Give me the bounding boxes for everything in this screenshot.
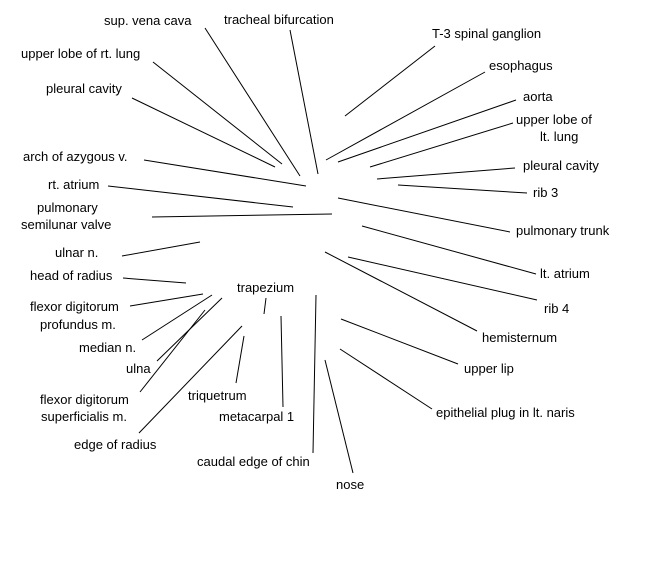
label-pulmonary-semilunar-valve-line1: pulmonary bbox=[37, 200, 98, 215]
label-metacarpal-1: metacarpal 1 bbox=[219, 409, 294, 424]
leader-line-flexor-digitorum-superficialis bbox=[139, 309, 206, 393]
label-trapezium: trapezium bbox=[237, 280, 294, 295]
labels: sup. vena cava tracheal bifurcation T-3 … bbox=[21, 12, 610, 492]
label-head-of-radius: head of radius bbox=[30, 268, 113, 283]
leader-line-lt-atrium bbox=[361, 225, 537, 275]
leader-line-arch-of-azygous bbox=[143, 159, 307, 187]
label-sup-vena-cava: sup. vena cava bbox=[104, 13, 192, 28]
label-t3-spinal-ganglion: T-3 spinal ganglion bbox=[432, 26, 541, 41]
label-flexor-digitorum-profundus-line2: profundus m. bbox=[40, 317, 116, 332]
label-upper-lobe-lt-lung-line2: lt. lung bbox=[540, 129, 578, 144]
label-hemisternum: hemisternum bbox=[482, 330, 557, 345]
leader-lines bbox=[107, 27, 538, 474]
label-pleural-cavity-right: pleural cavity bbox=[523, 158, 599, 173]
leader-line-aorta bbox=[337, 99, 517, 163]
label-arch-of-azygous: arch of azygous v. bbox=[23, 149, 128, 164]
leader-line-pleural-cavity-right bbox=[376, 167, 516, 180]
label-upper-lip: upper lip bbox=[464, 361, 514, 376]
leader-line-median-n bbox=[141, 294, 213, 341]
leader-line-t3-spinal-ganglion bbox=[344, 45, 436, 117]
leader-line-upper-lobe-rt-lung bbox=[152, 61, 283, 165]
label-nose: nose bbox=[336, 477, 364, 492]
label-pulmonary-semilunar-valve-line2: semilunar valve bbox=[21, 217, 111, 232]
leader-line-flexor-digitorum-profundus bbox=[129, 293, 204, 307]
leader-line-rib-3 bbox=[397, 184, 528, 194]
leader-line-epithelial-plug bbox=[339, 348, 433, 410]
label-triquetrum: triquetrum bbox=[188, 388, 247, 403]
label-epithelial-plug: epithelial plug in lt. naris bbox=[436, 405, 575, 420]
leader-line-rt-atrium bbox=[107, 185, 294, 208]
leader-line-hemisternum bbox=[324, 251, 478, 332]
label-flexor-digitorum-profundus-line1: flexor digitorum bbox=[30, 299, 119, 314]
label-esophagus: esophagus bbox=[489, 58, 553, 73]
leader-line-esophagus bbox=[325, 71, 486, 161]
label-ulna: ulna bbox=[126, 361, 151, 376]
leader-line-upper-lobe-lt-lung bbox=[369, 122, 514, 168]
label-lt-atrium: lt. atrium bbox=[540, 266, 590, 281]
leader-line-pulmonary-trunk bbox=[337, 197, 511, 233]
leader-line-nose bbox=[324, 359, 354, 474]
label-rt-atrium: rt. atrium bbox=[48, 177, 99, 192]
label-caudal-edge-of-chin: caudal edge of chin bbox=[197, 454, 310, 469]
label-upper-lobe-rt-lung: upper lobe of rt. lung bbox=[21, 46, 140, 61]
label-pleural-cavity-left: pleural cavity bbox=[46, 81, 122, 96]
leader-line-metacarpal-1 bbox=[280, 315, 284, 408]
leader-line-rib-4 bbox=[347, 256, 538, 301]
label-flexor-digitorum-superficialis-line1: flexor digitorum bbox=[40, 392, 129, 407]
leader-line-pulmonary-semilunar-valve bbox=[151, 213, 333, 218]
leader-line-head-of-radius bbox=[122, 277, 187, 284]
leader-line-trapezium bbox=[263, 297, 267, 315]
label-tracheal-bifurcation: tracheal bifurcation bbox=[224, 12, 334, 27]
leader-line-caudal-edge-of-chin bbox=[312, 294, 317, 454]
label-median-n: median n. bbox=[79, 340, 136, 355]
leader-line-edge-of-radius bbox=[138, 325, 243, 434]
leader-line-triquetrum bbox=[235, 335, 245, 384]
label-flexor-digitorum-superficialis-line2: superficialis m. bbox=[41, 409, 127, 424]
leader-line-upper-lip bbox=[340, 318, 459, 365]
leader-line-tracheal-bifurcation bbox=[289, 29, 319, 175]
label-upper-lobe-lt-lung-line1: upper lobe of bbox=[516, 112, 592, 127]
label-ulnar-n: ulnar n. bbox=[55, 245, 98, 260]
leader-line-ulnar-n bbox=[121, 241, 201, 257]
label-rib-4: rib 4 bbox=[544, 301, 569, 316]
leader-line-sup-vena-cava bbox=[204, 27, 301, 177]
leader-line-pleural-cavity-left bbox=[131, 97, 276, 168]
label-pulmonary-trunk: pulmonary trunk bbox=[516, 223, 610, 238]
label-rib-3: rib 3 bbox=[533, 185, 558, 200]
label-aorta: aorta bbox=[523, 89, 553, 104]
label-edge-of-radius: edge of radius bbox=[74, 437, 157, 452]
